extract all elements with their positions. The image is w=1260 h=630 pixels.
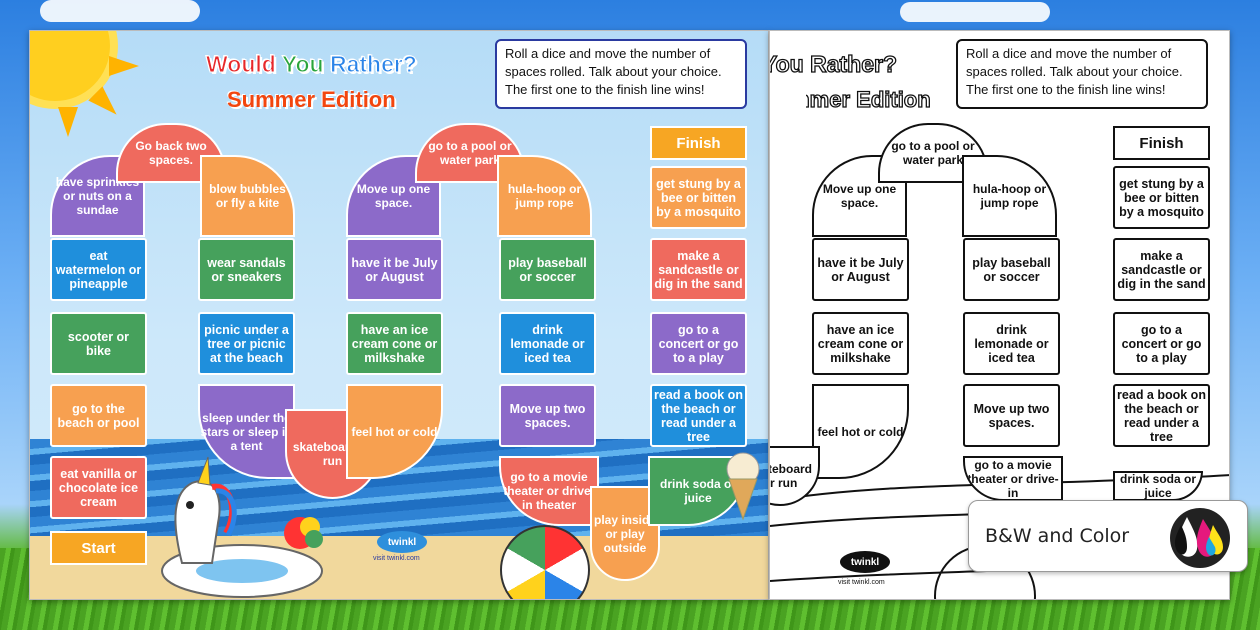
bw-game-board: You Rather? Summer Edition Roll a dice a… [769,30,1230,600]
board-space: drink lemonade or iced tea [499,312,596,375]
board-space: Move up two spaces. [499,384,596,447]
board-space: make a sandcastle or dig in the sand [1113,238,1210,301]
title-word: Would [206,51,277,78]
board-space: read a book on the beach or read under a… [1113,384,1210,447]
board-space: eat watermelon or pineapple [50,238,147,301]
board-space: drink lemonade or iced tea [963,312,1060,375]
twinkl-url: visit twinkl.com [838,579,885,586]
badge-label: B&W and Color [985,525,1130,547]
unicorn-float-icon [161,456,323,598]
ice-cream-icon [726,452,760,521]
board-space: have it be July or August [812,238,909,301]
board-space: have an ice cream cone or milkshake [346,312,443,375]
board-space: have it be July or August [346,238,443,301]
title-word: Rather? [329,51,417,78]
board-space: eat vanilla or chocolate ice cream [50,456,147,519]
board-space: have an ice cream cone or milkshake [812,312,909,375]
finish-space: Finish [650,126,747,160]
game-title: Would You Rather? [206,51,418,78]
instructions-box: Roll a dice and move the number of space… [956,39,1208,109]
board-space: hula-hoop or jump rope [497,155,592,237]
ink-drops-icon [1170,508,1230,568]
twinkl-logo: twinkl [840,551,890,573]
sun-ray [88,86,124,122]
board-space: play inside or play outside [590,486,660,581]
board-space: blow bubbles or fly a kite [200,155,295,237]
board-space: play baseball or soccer [499,238,596,301]
finish-space: Finish [1113,126,1210,160]
board-space: go to a concert or go to a play [1113,312,1210,375]
title-word: You [770,50,804,77]
board-space: Move up two spaces. [963,384,1060,447]
board-space: play baseball or soccer [963,238,1060,301]
board-space: go to a concert or go to a play [650,312,747,375]
board-space: scooter or bike [50,312,147,375]
title-word: You [281,51,324,78]
board-space: get stung by a bee or bitten by a mosqui… [650,166,747,229]
board-space: hula-hoop or jump rope [962,155,1057,237]
cloud [900,2,1050,22]
board-space: go to a movie theater or drive-in [963,456,1063,501]
color-game-board: Would You Rather? Summer Edition Roll a … [29,30,769,600]
beach-ball-icon [500,525,590,599]
cloud [40,0,200,22]
twinkl-url: visit twinkl.com [373,555,420,562]
twinkl-logo: twinkl [377,531,427,553]
board-space: wear sandals or sneakers [198,238,295,301]
board-space: make a sandcastle or dig in the sand [650,238,747,301]
board-space: picnic under a tree or picnic at the bea… [198,312,295,375]
title-word: Rather? [809,50,898,77]
board-space: sleep under the stars or sleep in a tent [198,384,295,479]
format-badge: B&W and Color [968,500,1248,572]
game-subtitle: Summer Edition [769,87,931,113]
board-space: get stung by a bee or bitten by a mosqui… [1113,166,1210,229]
start-space: Start [50,531,147,565]
sun-ray [109,56,139,76]
game-subtitle: Summer Edition [227,87,396,112]
instructions-box: Roll a dice and move the number of space… [495,39,747,109]
board-space: read a book on the beach or read under a… [650,384,747,447]
board-space: go to the beach or pool [50,384,147,447]
game-title: You Rather? [770,50,898,78]
sun-ray [58,107,78,137]
